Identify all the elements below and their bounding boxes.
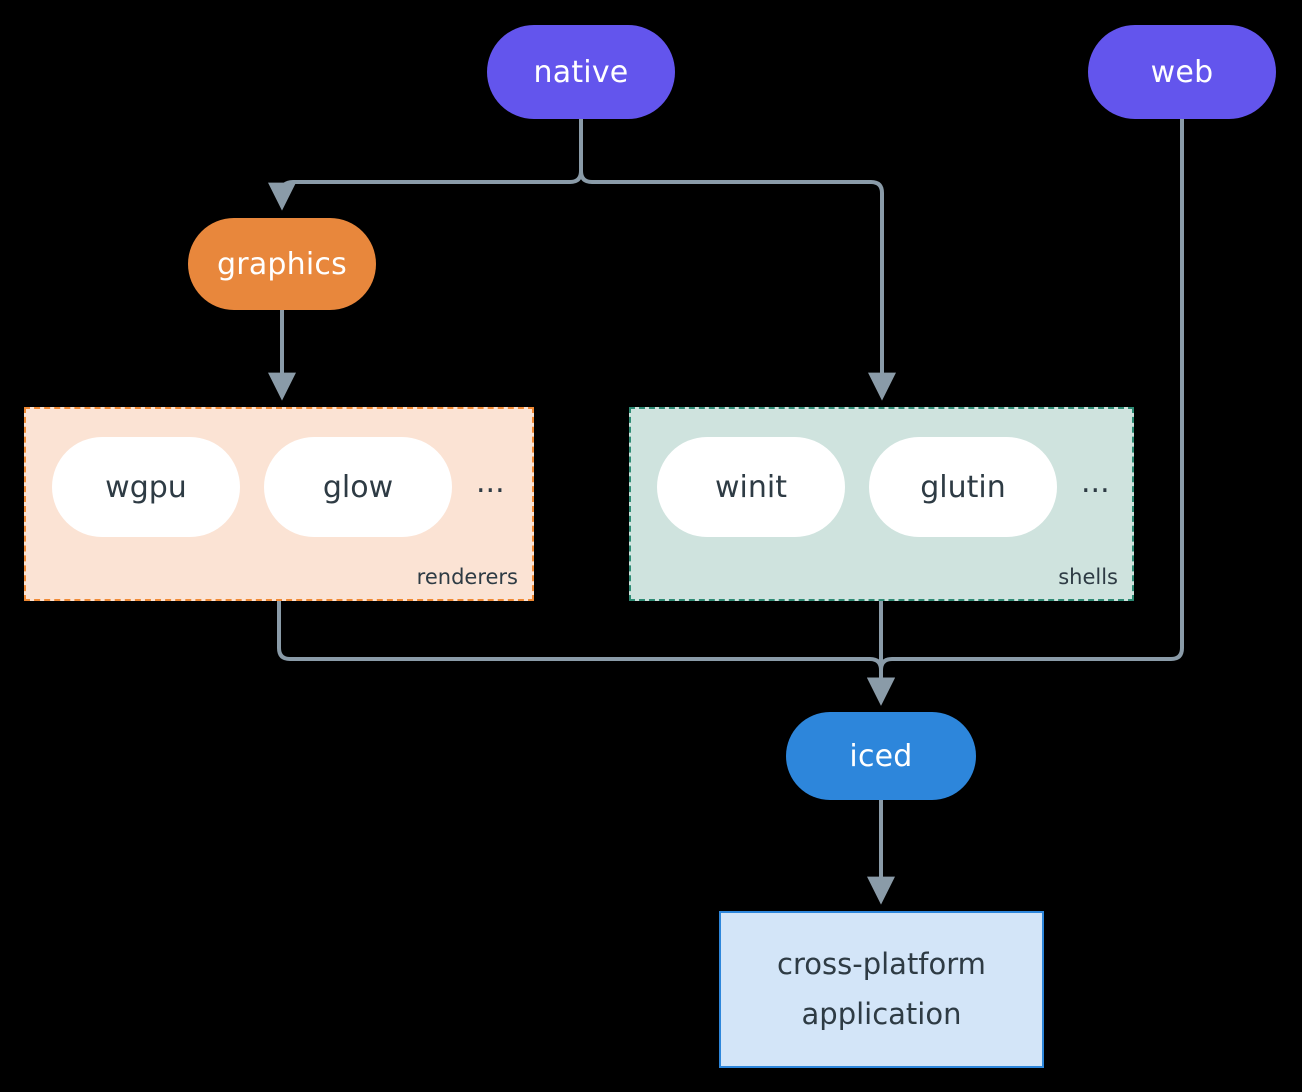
chip-glutin-label: glutin bbox=[920, 469, 1006, 505]
node-graphics-label: graphics bbox=[217, 246, 347, 282]
renderers-more-ellipsis: ... bbox=[476, 465, 505, 500]
chip-winit[interactable]: winit bbox=[657, 437, 845, 537]
chip-glutin[interactable]: glutin bbox=[869, 437, 1057, 537]
chip-glow[interactable]: glow bbox=[264, 437, 452, 537]
node-graphics[interactable]: graphics bbox=[188, 218, 376, 310]
node-iced-label: iced bbox=[849, 738, 913, 774]
node-web-label: web bbox=[1150, 54, 1214, 90]
group-shells[interactable]: winit glutin ... shells bbox=[629, 407, 1134, 601]
shells-chip-row: winit glutin ... bbox=[657, 437, 1110, 537]
chip-glow-label: glow bbox=[322, 469, 394, 505]
edge-renderers-iced bbox=[277, 601, 895, 706]
node-iced[interactable]: iced bbox=[786, 712, 976, 800]
edge-web-iced bbox=[867, 119, 1184, 706]
edge-native-bus bbox=[268, 119, 583, 211]
node-cross-platform-application[interactable]: cross-platform application bbox=[719, 911, 1044, 1068]
node-native[interactable]: native bbox=[487, 25, 675, 119]
group-shells-label: shells bbox=[1058, 565, 1118, 589]
edge-native-shells bbox=[579, 119, 896, 401]
group-renderers[interactable]: wgpu glow ... renderers bbox=[24, 407, 534, 601]
renderers-chip-row: wgpu glow ... bbox=[52, 437, 505, 537]
chip-wgpu-label: wgpu bbox=[105, 469, 187, 505]
shells-more-ellipsis: ... bbox=[1081, 465, 1110, 500]
node-native-label: native bbox=[533, 54, 629, 90]
application-label-line1: cross-platform bbox=[777, 946, 986, 981]
chip-wgpu[interactable]: wgpu bbox=[52, 437, 240, 537]
application-label-line2: application bbox=[801, 996, 962, 1031]
chip-winit-label: winit bbox=[715, 469, 787, 505]
group-renderers-label: renderers bbox=[416, 565, 518, 589]
node-web[interactable]: web bbox=[1088, 25, 1276, 119]
